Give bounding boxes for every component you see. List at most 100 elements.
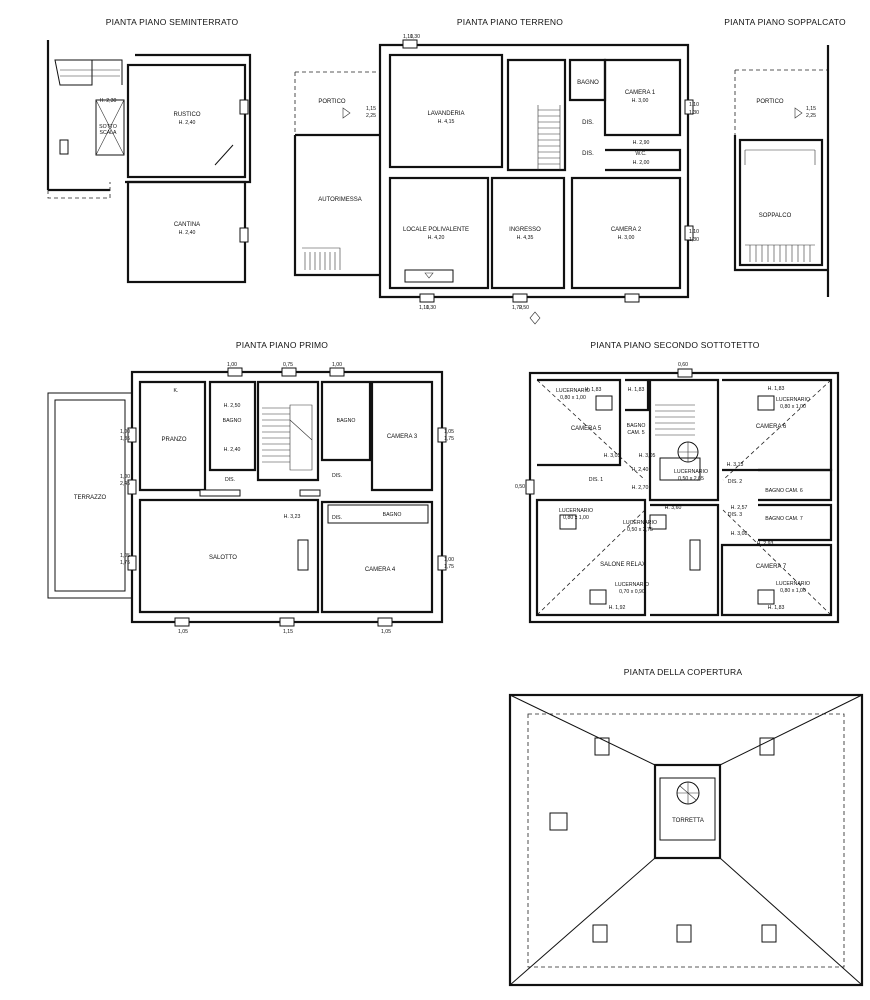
title-seminterrato: PIANTA PIANO SEMINTERRATO xyxy=(106,17,239,27)
plan-primo: TERRAZZO K. PRANZO H. 2,50 BAGNO H. 2,40… xyxy=(47,362,454,635)
room-locale-height: H. 4,20 xyxy=(428,235,445,241)
room-portico-soppalcato: PORTICO xyxy=(756,99,784,105)
height-183-b: H. 1,83 xyxy=(628,387,645,393)
luc-g-size: 0,80 x 1,00 xyxy=(780,588,806,594)
room-autorimessa: AUTORIMESSA xyxy=(318,197,362,203)
luc-a-label: LUCERNARIO xyxy=(556,388,590,394)
room-camera3: CAMERA 3 xyxy=(387,434,418,440)
r1-dim-2: 1,30 xyxy=(689,110,699,116)
height-270: H. 2,70 xyxy=(632,485,649,491)
top-dim-1: 1,10 xyxy=(403,34,413,40)
luc-c-size: 0,80 x 1,00 xyxy=(563,515,589,521)
room-dis-a: DIS. xyxy=(225,477,235,483)
l3-dim-1: 1,05 xyxy=(120,553,130,559)
room-sottoscala-2: SCALA xyxy=(99,130,117,136)
room-dis-2: DIS. xyxy=(582,151,594,157)
luc-d-label: LUCERNARIO xyxy=(623,520,657,526)
luc-b-size: 0,50 x 2,65 xyxy=(678,476,704,482)
b2-dim-1: 1,70 xyxy=(512,305,522,311)
room-camera2-height: H. 3,00 xyxy=(618,235,635,241)
plan-copertura: TORRETTA xyxy=(508,693,864,987)
room-torretta: TORRETTA xyxy=(672,818,704,824)
luc-e-label: LUCERNARIO xyxy=(615,582,649,588)
room-bagno-cam5-b: CAM. 5 xyxy=(627,430,644,436)
height-305-a: H. 3,05 xyxy=(604,453,621,459)
room-camera2: CAMERA 2 xyxy=(611,227,642,233)
room-cantina-height: H. 2,40 xyxy=(179,230,196,236)
luc-c-label: LUCERNARIO xyxy=(559,508,593,514)
b1-dim-1: 1,10 xyxy=(419,305,429,311)
room-lavanderia: LAVANDERIA xyxy=(427,111,464,117)
room-bagno-cam5: BAGNO xyxy=(627,423,646,429)
l1-dim-1: 1,00 xyxy=(120,429,130,435)
height-192-a: H. 1,92 xyxy=(609,605,626,611)
luc-f-size: 0,80 x 1,00 xyxy=(780,404,806,410)
title-primo: PIANTA PIANO PRIMO xyxy=(236,340,328,350)
luc-d-size: 0,50 x 2,75 xyxy=(627,527,653,533)
room-rustico-height: H. 2,40 xyxy=(179,120,196,126)
b2-dim-2: 2,50 xyxy=(519,305,529,311)
room-terrazzo: TERRAZZO xyxy=(74,495,107,501)
room-portico: PORTICO xyxy=(318,99,346,105)
room-bagno-a: BAGNO xyxy=(223,418,242,424)
r2-dim-1: 1,00 xyxy=(444,557,454,563)
r2-dim-1: 1,10 xyxy=(689,229,699,235)
r2-dim-2: 1,30 xyxy=(689,237,699,243)
r1-dim-1: 1,05 xyxy=(444,429,454,435)
b1-dim: 1,05 xyxy=(178,629,188,635)
room-camera6: CAMERA 6 xyxy=(756,424,787,430)
room-dis2: DIS. 2 xyxy=(728,479,743,485)
top-dim-2: 1,30 xyxy=(410,34,420,40)
t3-dim: 1,00 xyxy=(332,362,342,368)
height-183-c: H. 1,83 xyxy=(768,386,785,392)
room-bagno-b: BAGNO xyxy=(337,418,356,424)
t2-dim: 0,75 xyxy=(283,362,293,368)
height-290: H. 2,90 xyxy=(633,140,650,146)
height-240: H. 2,40 xyxy=(224,447,241,453)
room-dis3: DIS. 3 xyxy=(728,512,743,518)
plan-sottotetto: LUCERNARIO 0,80 x 1,00 LUCERNARIO 0,50 x… xyxy=(515,362,840,624)
plan-soppalcato: PORTICO 1,15 2,25 SOPPALCO xyxy=(733,45,830,297)
t1-dim: 1,00 xyxy=(227,362,237,368)
plan-terreno: PORTICO 1,15 2,25 AUTORIMESSA LAVANDERIA… xyxy=(293,34,803,325)
r2-dim-2: 1,75 xyxy=(444,564,454,570)
room-camera1-height: H. 3,00 xyxy=(632,98,649,104)
room-camera1: CAMERA 1 xyxy=(625,90,656,96)
room-kitchen: K. xyxy=(174,388,179,394)
room-salotto: SALOTTO xyxy=(209,555,237,561)
height-230: H. 2,30 xyxy=(100,98,117,104)
title-soppalcato: PIANTA PIANO SOPPALCATO xyxy=(724,17,846,27)
portico-dim-2: 2,25 xyxy=(366,113,376,119)
left-dim: 0,50 xyxy=(515,484,525,490)
height-305-b: H. 3,05 xyxy=(639,453,656,459)
height-250: H. 2,50 xyxy=(224,403,241,409)
height-183-g: H. 1,83 xyxy=(768,605,785,611)
soppalcato-dim-2: 2,25 xyxy=(806,113,816,119)
room-camera7: CAMERA 7 xyxy=(756,564,787,570)
room-dis-b: DIS. xyxy=(332,473,342,479)
height-308-b: H. 3,08 xyxy=(731,531,748,537)
soppalcato-dim-1: 1,15 xyxy=(806,106,816,112)
room-locale-polivalente: LOCALE POLIVALENTE xyxy=(403,227,469,233)
room-bagno-c: BAGNO xyxy=(383,512,402,518)
height-323: H. 3,23 xyxy=(284,514,301,520)
room-camera5: CAMERA 5 xyxy=(571,426,602,432)
l1-dim-2: 1,85 xyxy=(120,436,130,442)
height-293: H. 2,93 xyxy=(757,541,774,547)
l3-dim-2: 1,75 xyxy=(120,560,130,566)
height-313: H. 3,13 xyxy=(727,462,744,468)
room-camera4: CAMERA 4 xyxy=(365,567,396,573)
luc-g-label: LUCERNARIO xyxy=(776,581,810,587)
room-wc-height: H. 2,00 xyxy=(633,160,650,166)
portico-dim-1: 1,15 xyxy=(366,106,376,112)
room-ingresso: INGRESSO xyxy=(509,227,541,233)
room-wc: W.C. xyxy=(635,151,646,157)
title-sottotetto: PIANTA PIANO SECONDO SOTTOTETTO xyxy=(590,340,759,350)
room-cantina: CANTINA xyxy=(174,222,200,228)
room-bagno: BAGNO xyxy=(577,80,599,86)
top-dim: 0,60 xyxy=(678,362,688,368)
room-ingresso-height: H. 4,35 xyxy=(517,235,534,241)
room-rustico: RUSTICO xyxy=(174,112,201,118)
luc-e-size: 0,70 x 0,90 xyxy=(619,589,645,595)
l2-dim-1: 1,00 xyxy=(120,474,130,480)
